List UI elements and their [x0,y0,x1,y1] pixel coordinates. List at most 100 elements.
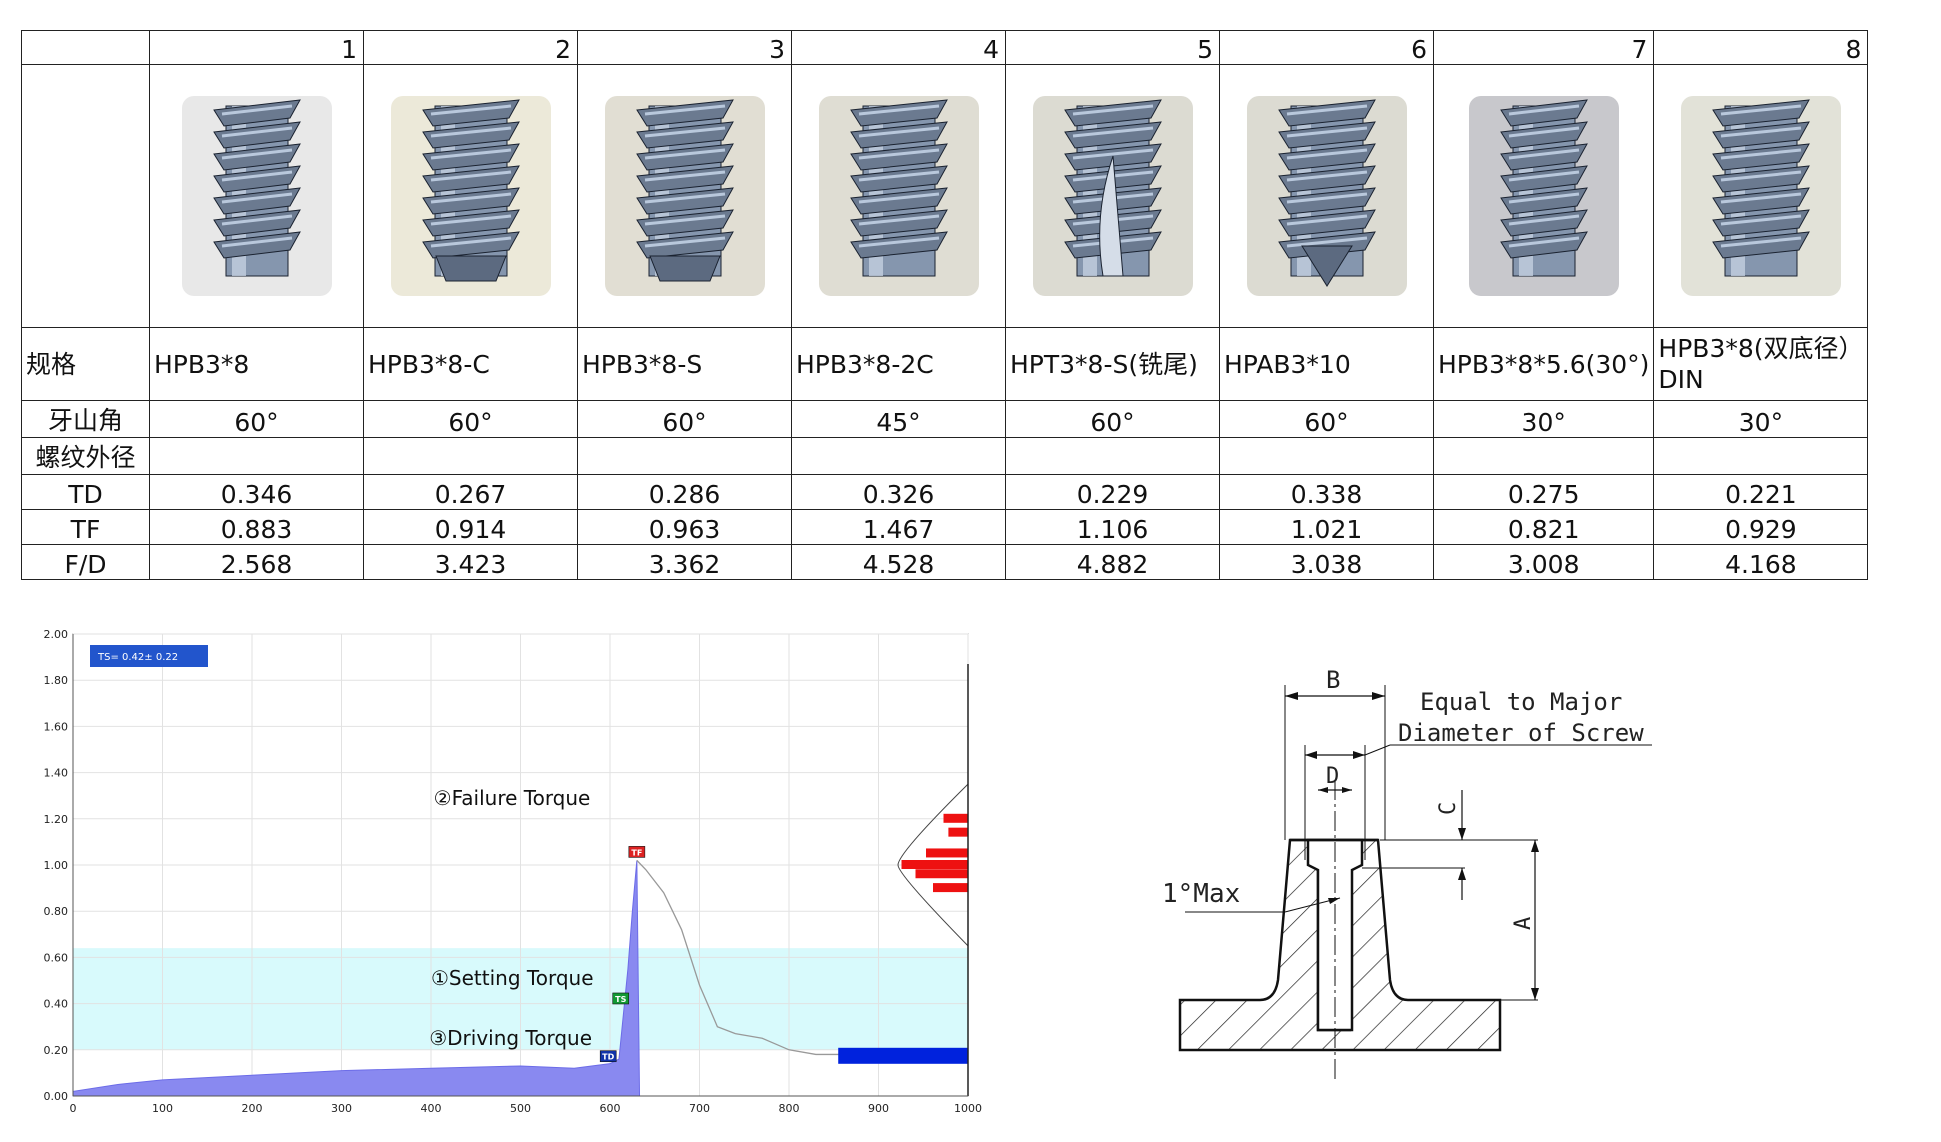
column-number: 4 [791,30,1006,65]
column-number: 2 [363,30,578,65]
screw-image-cell [1005,64,1220,328]
table-cell: 1.021 [1219,509,1434,545]
screw-icon [1007,96,1219,296]
label-d: D [1326,764,1339,789]
x-tick-label: 900 [868,1102,889,1115]
screw-icon [1221,96,1433,296]
table-cell: 4.168 [1653,544,1869,580]
row-label: 规格 [21,327,150,401]
x-tick-label: 1000 [954,1102,982,1115]
table-cell: 30° [1432,400,1655,438]
failure-histogram-bar [915,869,968,879]
screw-image-cell [1432,64,1655,328]
table-cell [1432,437,1655,475]
column-number: 1 [149,30,364,65]
table-cell: 0.963 [577,509,792,545]
label-c: C [1436,802,1461,815]
ts-label-box [90,645,208,667]
y-tick-label: 0.00 [44,1090,69,1103]
screw-image-cell [149,64,364,328]
table-cell: 3.362 [577,544,792,580]
table-cell: 2.568 [149,544,364,580]
x-tick-label: 600 [600,1102,621,1115]
row-label: 螺纹外径 [21,437,150,475]
td-marker-text: TD [602,1053,614,1062]
y-tick-label: 0.20 [44,1044,69,1057]
table-cell: HPB3*8-C [363,327,578,401]
failure-histogram-bar [901,860,968,869]
screw-icon [365,96,577,296]
table-cell: HPB3*8(双底径）DIN [1653,327,1869,401]
table-cell: 0.821 [1432,509,1655,545]
y-tick-label: 1.40 [44,767,69,780]
label-b: B [1326,666,1340,694]
setting-torque-annotation: ①Setting Torque [431,966,594,990]
ts-marker [612,992,630,1005]
table-cell [577,437,792,475]
table-cell [791,437,1006,475]
screw-icon [579,96,791,296]
table-cell [1653,437,1869,475]
torque-chart: 0.000.200.400.600.801.001.201.401.601.80… [28,620,988,1120]
failure-torque-annotation: ②Failure Torque [434,786,591,810]
screw-icon [793,96,1005,296]
x-tick-label: 300 [331,1102,352,1115]
tf-marker [628,846,646,858]
table-cell [1005,437,1220,475]
table-cell: 1.106 [1005,509,1220,545]
y-tick-label: 0.60 [44,951,69,964]
table-cell: 30° [1653,400,1869,438]
y-tick-label: 1.20 [44,813,69,826]
table-cell: 45° [791,400,1006,438]
label-a: A [1511,917,1536,930]
column-number: 6 [1219,30,1434,65]
torque-fill [72,860,641,1097]
screw-image-cell [363,64,578,328]
table-cell: 60° [363,400,578,438]
table-cell: 0.346 [149,474,364,510]
x-tick-label: 500 [510,1102,531,1115]
y-tick-label: 2.00 [44,628,69,641]
distribution-curve [897,783,969,947]
x-tick-label: 800 [779,1102,800,1115]
table-cell [363,437,578,475]
column-number: 5 [1005,30,1220,65]
table-cell: 1.467 [791,509,1006,545]
y-tick-label: 1.00 [44,859,69,872]
x-tick-label: 700 [689,1102,710,1115]
note-line1: Equal to Major [1420,688,1622,716]
note-line2: Diameter of Screw [1398,719,1644,747]
table-cell: 0.275 [1432,474,1655,510]
x-tick-label: 100 [152,1102,173,1115]
table-cell: HPB3*8 [149,327,364,401]
table-cell: 4.882 [1005,544,1220,580]
corner-cell [21,30,150,65]
screw-image-cell [1219,64,1434,328]
table-cell: HPB3*8*5.6(30°) [1432,327,1655,401]
table-cell: 60° [577,400,792,438]
x-tick-label: 200 [242,1102,263,1115]
table-row: 螺纹外径 [21,437,1869,475]
column-number: 8 [1653,30,1869,65]
table-cell: HPT3*8-S(铣尾) [1005,327,1220,401]
td-marker [599,1050,617,1063]
screw-image-cell [791,64,1006,328]
ts-label: TS= 0.42± 0.22 [97,652,178,663]
failure-histogram-bar [933,883,968,893]
screw-image-cell [577,64,792,328]
table-cell [149,437,364,475]
table-cell: 0.229 [1005,474,1220,510]
row-label: 牙山角 [21,400,150,438]
table-cell: 0.221 [1653,474,1869,510]
table-cell: 60° [149,400,364,438]
table-cell: 0.267 [363,474,578,510]
table-cell: 3.008 [1432,544,1655,580]
table-cell: 0.883 [149,509,364,545]
table-cell: 3.423 [363,544,578,580]
screw-icon [151,96,363,296]
